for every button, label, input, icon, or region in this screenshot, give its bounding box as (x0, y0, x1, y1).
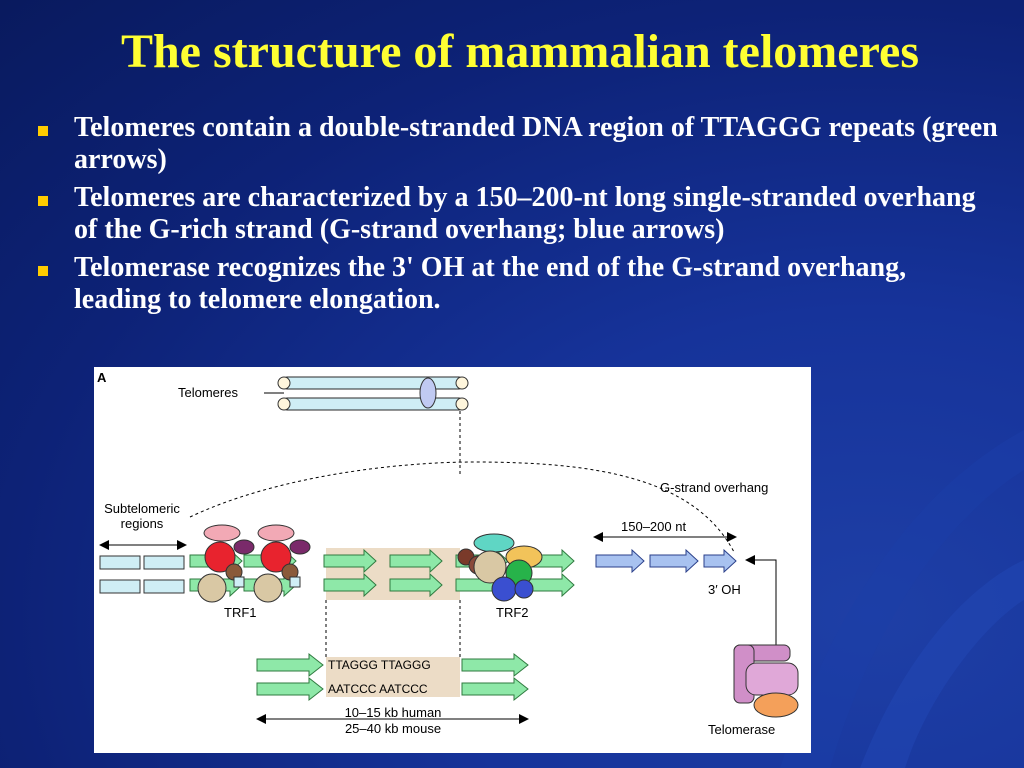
sequence-bottom: AATCCC AATCCC (328, 682, 428, 696)
telomerase-enzyme (733, 644, 799, 718)
telomerase-label: Telomerase (708, 722, 775, 737)
chromosome-schematic (264, 376, 469, 411)
subtelomeric-label: regions (121, 516, 164, 531)
trf1-complex (197, 524, 311, 603)
bullet-square-icon (38, 126, 48, 136)
bullet-list: Telomeres contain a double-stranded DNA … (38, 112, 998, 322)
zoom-arrows (256, 652, 529, 702)
telomere-diagram: A Telomeres G-strand overhang Subtelomer… (97, 370, 799, 737)
sequence-highlight (326, 657, 460, 697)
three-oh-label: 3′ OH (708, 582, 741, 597)
subtelomeric-label: Subtelomeric (104, 501, 180, 516)
trf2-label: TRF2 (496, 605, 529, 620)
overhang-arrows (595, 548, 737, 574)
telomere-figure: A Telomeres G-strand overhang Subtelomer… (94, 367, 811, 753)
trf2-complex (457, 533, 543, 602)
overhang-length-label: 150–200 nt (621, 519, 686, 534)
bullet-text: Telomerase recognizes the 3' OH at the e… (74, 252, 907, 315)
bullet-item: Telomerase recognizes the 3' OH at the e… (38, 252, 998, 316)
bullet-item: Telomeres are characterized by a 150–200… (38, 182, 998, 246)
length-human-label: 10–15 kb human (345, 705, 442, 720)
bullet-text: Telomeres contain a double-stranded DNA … (74, 112, 998, 175)
telomeres-label: Telomeres (178, 385, 238, 400)
trf1-label: TRF1 (224, 605, 257, 620)
slide-title: The structure of mammalian telomeres (120, 25, 920, 78)
sequence-top: TTAGGG TTAGGG (328, 658, 431, 672)
bullet-square-icon (38, 196, 48, 206)
g-strand-overhang-label: G-strand overhang (660, 480, 768, 495)
bullet-text: Telomeres are characterized by a 150–200… (74, 182, 976, 245)
panel-label: A (97, 370, 107, 385)
length-mouse-label: 25–40 kb mouse (345, 721, 441, 736)
bullet-item: Telomeres contain a double-stranded DNA … (38, 112, 998, 176)
bullet-square-icon (38, 266, 48, 276)
